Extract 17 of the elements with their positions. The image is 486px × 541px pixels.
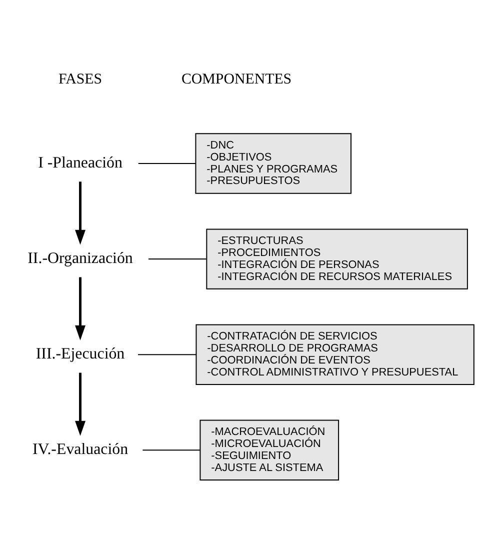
node-box: -ESTRUCTURAS -PROCEDIMIENTOS -INTEGRACIÓN DE PERSONAS -INTEGRACIÓN DE RECURSOS MATERIALES <box>206 228 468 289</box>
node-box: -DNC -OBJETIVOS -PLANES Y PROGRAMAS -PRESUPUESTOS <box>195 132 352 194</box>
arrow <box>75 276 86 340</box>
node-text: III.-Ejecución <box>36 344 125 362</box>
arrow <box>75 181 86 244</box>
arrow <box>75 372 86 436</box>
connector <box>142 449 201 450</box>
node-text: IV.-Evaluación <box>32 440 128 458</box>
label: COMPONENTES <box>181 70 292 87</box>
connector <box>138 354 197 355</box>
node-box: -CONTRATACIÓN DE SERVICIOS -DESARROLLO DE PROGRAMAS -COORDINACIÓN DE EVENTOS -CONTROL ADMINISTRATIVO Y PRESUPUESTAL <box>196 324 474 384</box>
node-text: I -Planeación <box>38 154 122 171</box>
connector <box>138 162 196 164</box>
label: FASES <box>58 70 102 87</box>
node-box: -MACROEVALUACIÓN -MICROEVALUACIÓN -SEGUIMIENTO -AJUSTE AL SISTEMA <box>200 419 340 480</box>
connector <box>148 258 207 260</box>
node-text: II.-Organización <box>28 249 133 266</box>
